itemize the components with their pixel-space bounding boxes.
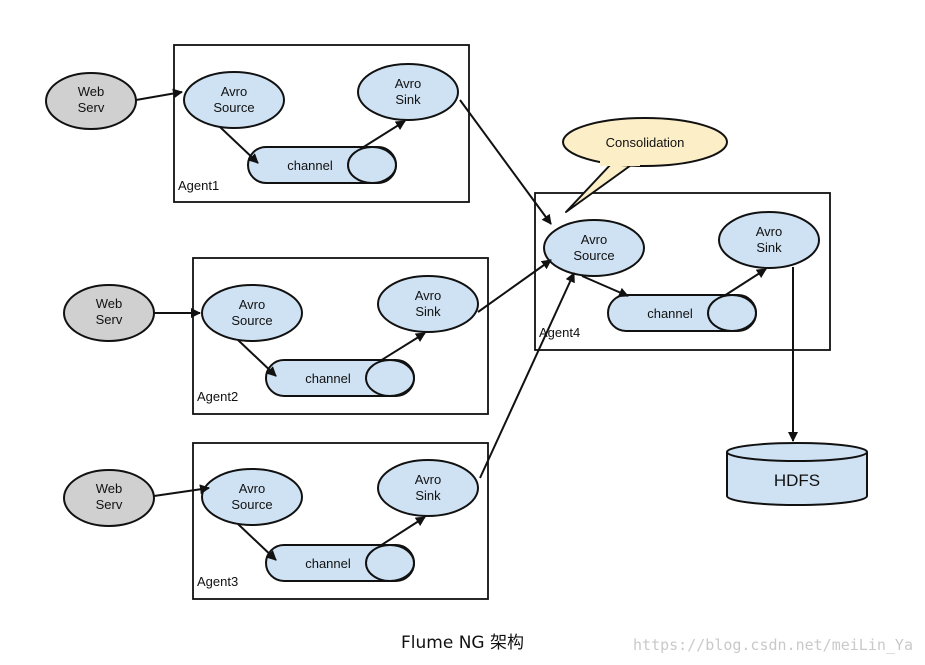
edge-source4-channel4 xyxy=(581,275,629,297)
agent1-source-line2: Source xyxy=(213,100,254,115)
edge-channel4-sink4 xyxy=(723,268,767,297)
agent1-channel-label: channel xyxy=(287,158,333,173)
agent3-sink-line2: Sink xyxy=(415,488,441,503)
agent3-box xyxy=(192,442,489,600)
agent1-source-line1: Avro xyxy=(221,84,248,99)
edge-channel2-sink2 xyxy=(379,332,426,362)
agent3-source-line2: Source xyxy=(231,497,272,512)
edge-channel1-sink1 xyxy=(361,120,406,149)
edge-web1-source1 xyxy=(135,88,183,101)
hdfs-storage: HDFS xyxy=(726,442,868,506)
web-server-1: Web Serv xyxy=(45,72,137,130)
edge-source2-channel2 xyxy=(237,339,277,377)
edge-sink3-source4 xyxy=(479,272,575,479)
agent4-channel-label: channel xyxy=(647,306,693,321)
agent2-source: Avro Source xyxy=(201,284,303,342)
edge-sink2-source4 xyxy=(477,259,552,313)
agent4-sink: Avro Sink xyxy=(718,211,820,269)
consolidation-label: Consolidation xyxy=(606,135,685,150)
agent4-sink-line2: Sink xyxy=(756,240,782,255)
agent3-sink: Avro Sink xyxy=(377,459,479,517)
edge-channel3-sink3 xyxy=(379,516,426,547)
agent2-channel-label: channel xyxy=(305,371,351,386)
agent4-channel: channel xyxy=(607,294,757,332)
agent4-source: Avro Source xyxy=(543,219,645,277)
agent1-channel: channel xyxy=(247,146,397,184)
agent1-sink-line2: Sink xyxy=(395,92,421,107)
consolidation-callout: Consolidation xyxy=(562,117,728,213)
edge-source3-channel3 xyxy=(237,523,277,561)
web-server-3: Web Serv xyxy=(63,469,155,527)
watermark: https://blog.csdn.net/meiLin_Ya xyxy=(633,636,913,654)
agent3-label: Agent3 xyxy=(197,574,238,589)
agent3-channel-label: channel xyxy=(305,556,351,571)
web-server-1-line2: Serv xyxy=(78,100,105,115)
agent1-box xyxy=(173,44,470,203)
agent2-sink: Avro Sink xyxy=(377,275,479,333)
agent2-box xyxy=(192,257,489,415)
web-server-1-line1: Web xyxy=(78,84,105,99)
agent2-label: Agent2 xyxy=(197,389,238,404)
hdfs-label: HDFS xyxy=(774,471,820,490)
agent4-source-line1: Avro xyxy=(581,232,608,247)
agent4-source-line2: Source xyxy=(573,248,614,263)
agent4-sink-line1: Avro xyxy=(756,224,783,239)
edge-sink1-source4 xyxy=(459,99,552,225)
agent1-sink-line1: Avro xyxy=(395,76,422,91)
web-server-2-line2: Serv xyxy=(96,312,123,327)
agent3-source-line1: Avro xyxy=(239,481,266,496)
agent1-label: Agent1 xyxy=(178,178,219,193)
agent2-sink-line2: Sink xyxy=(415,304,441,319)
web-server-3-line2: Serv xyxy=(96,497,123,512)
edge-web3-source3 xyxy=(153,484,210,497)
web-server-2-line1: Web xyxy=(96,296,123,311)
agent3-sink-line1: Avro xyxy=(415,472,442,487)
web-server-3-line1: Web xyxy=(96,481,123,496)
agent2-source-line2: Source xyxy=(231,313,272,328)
agent2-sink-line1: Avro xyxy=(415,288,442,303)
agent3-source: Avro Source xyxy=(201,468,303,526)
edge-source1-channel1 xyxy=(219,126,259,164)
web-server-2: Web Serv xyxy=(63,284,155,342)
figure-caption: Flume NG 架构 xyxy=(401,633,524,653)
agent1-source: Avro Source xyxy=(183,71,285,129)
agent3-channel: channel xyxy=(265,544,415,582)
agent2-channel: channel xyxy=(265,359,415,397)
agent2-source-line1: Avro xyxy=(239,297,266,312)
agent1-sink: Avro Sink xyxy=(357,63,459,121)
